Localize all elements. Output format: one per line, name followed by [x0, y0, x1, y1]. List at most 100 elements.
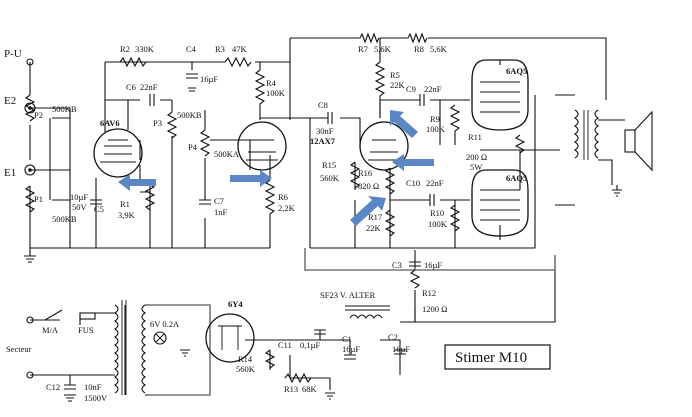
- cap-value-c9: 22nF: [424, 84, 442, 94]
- switch-icon: [44, 309, 63, 321]
- arrow-icon-3: [390, 110, 418, 138]
- res-id-r16: R16: [358, 168, 372, 178]
- pot-value-p2: 500KB: [52, 104, 77, 114]
- pot-id-p1: P1: [34, 194, 43, 204]
- res-value-r12: 1200 Ω: [422, 304, 447, 314]
- res-id-r1: R1: [120, 199, 130, 209]
- label-pu: P-U: [4, 48, 22, 60]
- tube-label-6av6: 6AV6: [100, 118, 120, 128]
- label-e1: E1: [4, 167, 16, 179]
- res-value-r9: 100K: [426, 124, 446, 134]
- ground-symbols: [24, 87, 622, 402]
- output-transformer: [574, 109, 599, 160]
- cap-id-c10: C10: [406, 178, 420, 188]
- cap-value-c5: 10µF: [70, 192, 88, 202]
- cap-id-c4: C4: [186, 44, 197, 54]
- title-text: Stimer M10: [455, 350, 527, 366]
- choke-sf23: [345, 305, 390, 319]
- label-fus: FUS: [78, 325, 94, 335]
- pot-id-p4: P4: [188, 142, 198, 152]
- cap-id-c11: C11: [278, 340, 292, 350]
- resistor-symbols: [119, 32, 526, 384]
- res-value-r14: 560K: [236, 364, 256, 374]
- arrow-icon-4: [392, 154, 434, 171]
- tube-label-12ax7: 12AX7: [310, 136, 336, 146]
- res-id-r10: R10: [430, 208, 444, 218]
- cap-value-c8: 30nF: [316, 126, 334, 136]
- tube-label-6aq5-upper: 6AQ5: [506, 66, 527, 76]
- res-value-r4: 100K: [266, 88, 286, 98]
- heater-lamp-icon: [153, 331, 167, 345]
- res-id-r8: R8: [414, 44, 424, 54]
- res-id-r17: R17: [368, 212, 382, 222]
- res-id-r13: R13: [284, 384, 298, 394]
- tube-6y4: [205, 313, 255, 363]
- res-value-r11: 200 Ω: [466, 152, 487, 162]
- cap-id-c7: C7: [214, 196, 224, 206]
- res-value-r16: 820 Ω: [358, 181, 379, 191]
- res-id-r5: R5: [390, 70, 400, 80]
- res-id-r15: R15: [322, 160, 336, 170]
- cap-extra-c12: 1500V: [84, 393, 108, 403]
- tube-12ax7-b: [359, 121, 409, 171]
- power-transformer: [114, 300, 146, 395]
- res-value-r10: 100K: [428, 219, 448, 229]
- tube-6av6: [93, 128, 143, 178]
- tube-6aq5-upper: [471, 59, 529, 131]
- res-value-r8: 5,6K: [430, 44, 448, 54]
- cap-value-c4: 16µF: [200, 74, 218, 84]
- cap-id-c9: C9: [406, 84, 416, 94]
- fuse-icon: [79, 312, 96, 320]
- tube-label-6y4: 6Y4: [228, 299, 243, 309]
- cap-value-c2: 16µF: [392, 344, 410, 354]
- cap-value-c6: 22nF: [140, 82, 158, 92]
- cap-id-c2: C2: [388, 332, 398, 342]
- title-box: [444, 344, 551, 370]
- res-value-r5: 22K: [390, 80, 406, 90]
- label-sf23: SF23 V. ALTER: [320, 290, 376, 300]
- res-value-r13: 68K: [302, 384, 318, 394]
- res-id-r3: R3: [215, 44, 225, 54]
- cap-id-c12: C12: [46, 382, 60, 392]
- annotation-arrows: [118, 110, 434, 226]
- res-value-r7: 5,6K: [374, 44, 392, 54]
- cap-id-c1: C1: [342, 334, 352, 344]
- res-id-r4: R4: [266, 78, 277, 88]
- label-secteur: Secteur: [6, 344, 32, 354]
- cap-id-c6: C6: [126, 82, 136, 92]
- res-id-r14: R14: [238, 354, 253, 364]
- res-id-r12: R12: [422, 288, 436, 298]
- res-value-r17: 22K: [366, 223, 382, 233]
- label-heater: 6V 0.2A: [150, 319, 180, 329]
- res-id-r7: R7: [358, 44, 368, 54]
- res-id-r2: R2: [120, 44, 130, 54]
- capacitor-symbols: [64, 73, 435, 390]
- heater-bus: [150, 304, 211, 396]
- label-e2: E2: [4, 95, 16, 107]
- tube-6aq5-lower: [471, 169, 529, 237]
- arrow-icon-1: [118, 174, 156, 191]
- cap-value-c11: 0,1µF: [300, 340, 321, 350]
- tube-label-6aq5-lower: 6AQ5: [506, 173, 527, 183]
- res-id-r6: R6: [278, 192, 288, 202]
- label-ma: M/A: [42, 325, 59, 335]
- arrow-icon-5: [350, 196, 386, 226]
- cap-id-c5: C5: [94, 204, 104, 214]
- terminals: [24, 58, 36, 379]
- res-value-r3: 47K: [232, 44, 248, 54]
- res-value-r1: 3,9K: [118, 210, 136, 220]
- ground-bus: [304, 248, 556, 271]
- res-id-r11: R11: [468, 132, 482, 142]
- res-extra-r11: 5W: [470, 162, 482, 172]
- cap-value-c12: 10nF: [84, 382, 102, 392]
- arrow-icon-2: [230, 170, 272, 187]
- cap-id-c8: C8: [318, 100, 328, 110]
- res-value-r15: 560K: [320, 173, 340, 183]
- cap-id-c3: C3: [392, 260, 402, 270]
- cap-value-c7: 1nF: [214, 207, 228, 217]
- pot-value-p4: 500KA: [214, 149, 240, 159]
- pot-id-p2: P2: [34, 110, 43, 120]
- cap-value-c1: 16µF: [342, 344, 360, 354]
- pot-value-p3: 500KB: [177, 110, 202, 120]
